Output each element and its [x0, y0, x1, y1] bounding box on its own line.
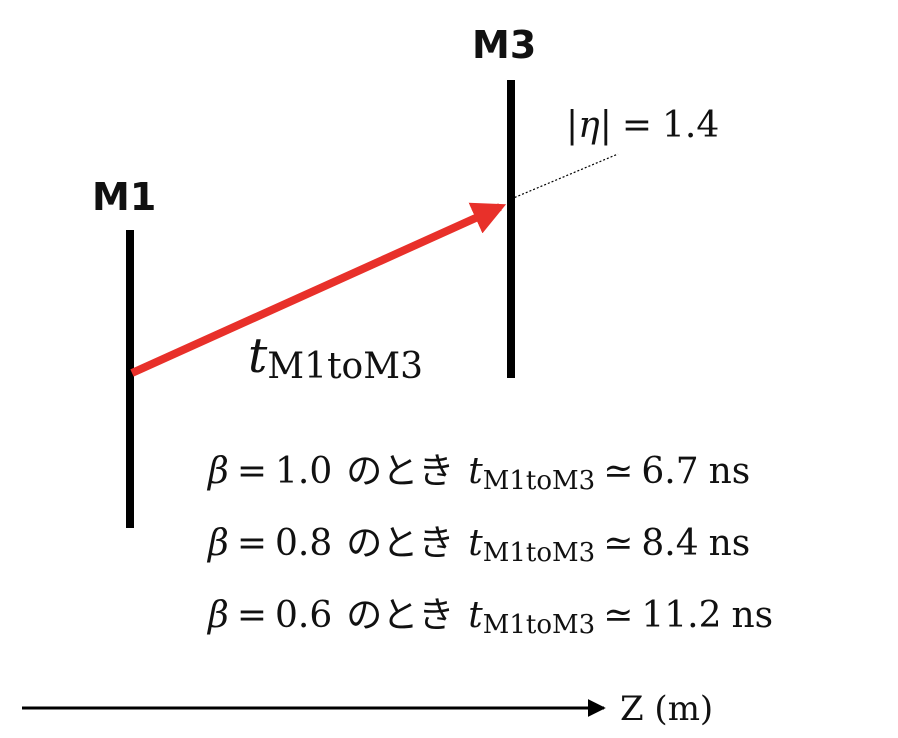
- m1-label: M1: [92, 175, 156, 219]
- flight-time-t: t: [248, 328, 268, 384]
- m3-detector-bar: [507, 80, 515, 378]
- eta-value: 1.4: [662, 105, 719, 146]
- flight-time-label: tM1toM3: [248, 328, 423, 387]
- z-axis-label: Z (m): [620, 689, 713, 729]
- eta-annotation: |η|=1.4: [566, 105, 719, 146]
- flight-arrow: [130, 202, 507, 377]
- flight-time-subscript: M1toM3: [267, 346, 423, 387]
- m1-detector-bar: [126, 230, 134, 528]
- m3-label: M3: [472, 23, 536, 67]
- eta-equals: =: [622, 105, 652, 146]
- eta-symbol: |η|: [566, 105, 612, 146]
- eta-dotted-line: [510, 153, 619, 200]
